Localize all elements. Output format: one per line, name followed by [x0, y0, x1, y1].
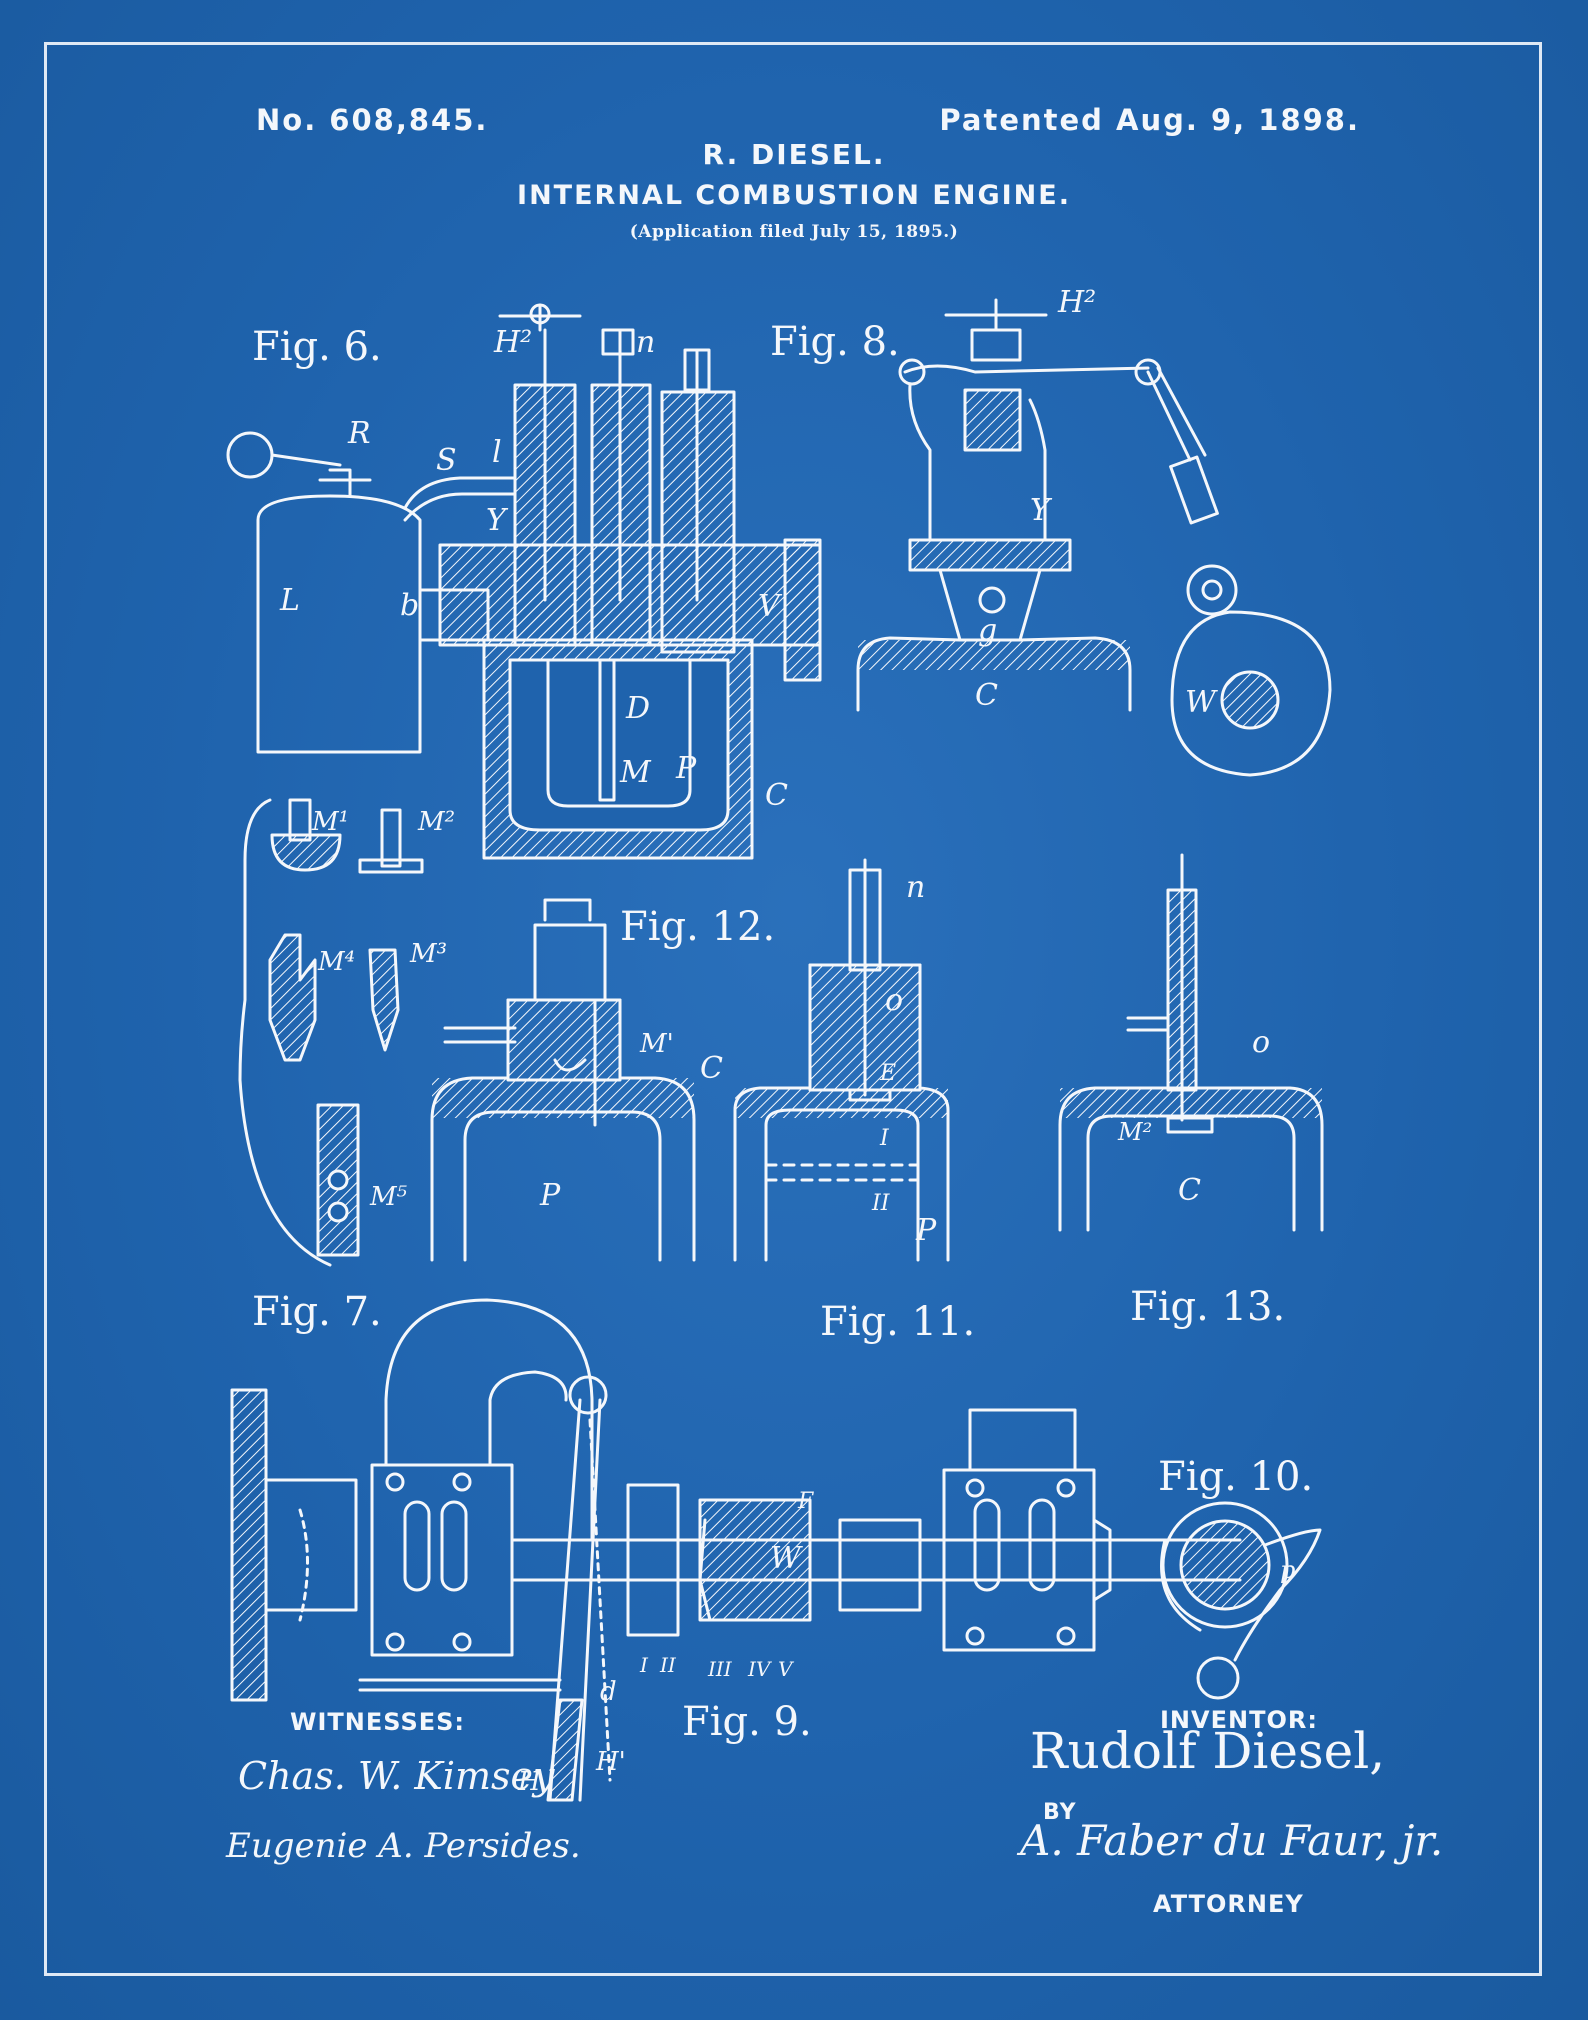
label-II-fig11: II	[871, 1191, 891, 1216]
label-W-fig9: W	[770, 1541, 803, 1576]
label-F: F	[797, 1489, 814, 1514]
label-II-fig9: II	[659, 1653, 677, 1677]
label-P-fig11: P	[915, 1213, 937, 1248]
label-o-fig11: o	[885, 983, 903, 1018]
fig11-label: Fig. 11.	[820, 1299, 975, 1345]
patent-title: INTERNAL COMBUSTION ENGINE.	[517, 180, 1071, 211]
label-o-fig13: o	[1252, 1025, 1270, 1060]
label-g: g	[978, 613, 997, 648]
fig9-label: Fig. 9.	[682, 1699, 812, 1745]
label-H2-fig8: H²	[1057, 285, 1096, 320]
label-W-fig8: W	[1185, 685, 1218, 720]
label-P-fig6: P	[675, 751, 697, 786]
label-H2-fig6: H²	[493, 325, 532, 360]
label-IV: IV	[747, 1657, 773, 1681]
label-C-fig13: C	[1178, 1173, 1201, 1208]
label-I-fig9: I	[639, 1653, 649, 1677]
label-M5: M⁵	[369, 1182, 408, 1212]
fig6-label: Fig. 6.	[252, 324, 382, 370]
label-Hprime: H'	[595, 1747, 626, 1777]
drawing-labels: L b R S l Y H² n V D M P C H² Y g C W M¹…	[279, 285, 1295, 1797]
application-filed: (Application filed July 15, 1895.)	[629, 222, 959, 242]
attorney-signature: A. Faber du Faur, jr.	[1020, 1816, 1444, 1865]
label-V: V	[758, 589, 783, 624]
label-M2-fig7: M²	[417, 807, 455, 837]
border-frame	[44, 42, 1542, 1976]
fig9-drawing	[230, 1298, 1242, 1802]
label-C-fig12: C	[700, 1051, 723, 1086]
label-M3: M³	[409, 939, 447, 969]
label-D: D	[625, 691, 650, 726]
fig8-label: Fig. 8.	[770, 319, 900, 365]
fig13-drawing	[1058, 853, 1324, 1232]
label-b: b	[400, 588, 419, 623]
fig10-label: Fig. 10.	[1158, 1454, 1313, 1500]
label-E: E	[879, 1061, 896, 1086]
inventor-label: INVENTOR:	[1160, 1706, 1318, 1734]
label-Mprime: M'	[639, 1029, 674, 1059]
inventor-heading: R. DIESEL.	[702, 138, 886, 171]
patent-date: Patented Aug. 9, 1898.	[939, 103, 1360, 137]
label-n-fig11: n	[906, 870, 925, 905]
label-R: R	[347, 416, 371, 451]
label-M1: M¹	[311, 807, 349, 837]
label-S: S	[436, 443, 457, 478]
label-C-fig6: C	[765, 778, 788, 813]
label-d: d	[600, 1677, 617, 1707]
inventor-signature: Rudolf Diesel,	[1030, 1722, 1386, 1780]
label-H: H	[517, 1767, 542, 1797]
fig10-drawing	[1160, 1501, 1322, 1700]
attorney-label: ATTORNEY	[1153, 1890, 1304, 1918]
label-M: M	[619, 755, 652, 790]
label-C-fig8: C	[975, 678, 998, 713]
label-L: L	[279, 583, 300, 618]
fig6-drawing	[226, 303, 822, 860]
label-p: p	[1280, 1556, 1295, 1584]
fig12-drawing	[430, 898, 696, 1262]
label-l: l	[492, 435, 502, 470]
witnesses-label: WITNESSES:	[290, 1708, 466, 1736]
witness-signature-1: Chas. W. Kimsey	[238, 1754, 555, 1798]
label-n-fig6: n	[636, 325, 655, 360]
witness-signature-2: Eugenie A. Persides.	[226, 1826, 581, 1866]
label-Y-fig8: Y	[1030, 493, 1053, 528]
by-label: BY	[1043, 1800, 1077, 1825]
fig11-drawing	[733, 858, 950, 1262]
patent-number: No. 608,845.	[256, 103, 489, 137]
fig13-label: Fig. 13.	[1130, 1284, 1285, 1330]
fig7-drawing	[238, 798, 424, 1267]
label-P-fig12: P	[539, 1178, 561, 1213]
figure-titles: Fig. 6. Fig. 7. Fig. 8. Fig. 9. Fig. 10.…	[252, 319, 1313, 1745]
label-M4: M⁴	[317, 947, 355, 977]
label-M2-fig13: M²	[1117, 1118, 1152, 1146]
fig12-label: Fig. 12.	[620, 904, 775, 950]
label-V-fig9: V	[778, 1657, 795, 1681]
label-III: III	[707, 1657, 733, 1681]
label-Y-fig6: Y	[486, 503, 509, 538]
label-I-fig11: I	[879, 1126, 890, 1151]
fig8-drawing	[856, 298, 1332, 777]
fig7-label: Fig. 7.	[252, 1289, 382, 1335]
